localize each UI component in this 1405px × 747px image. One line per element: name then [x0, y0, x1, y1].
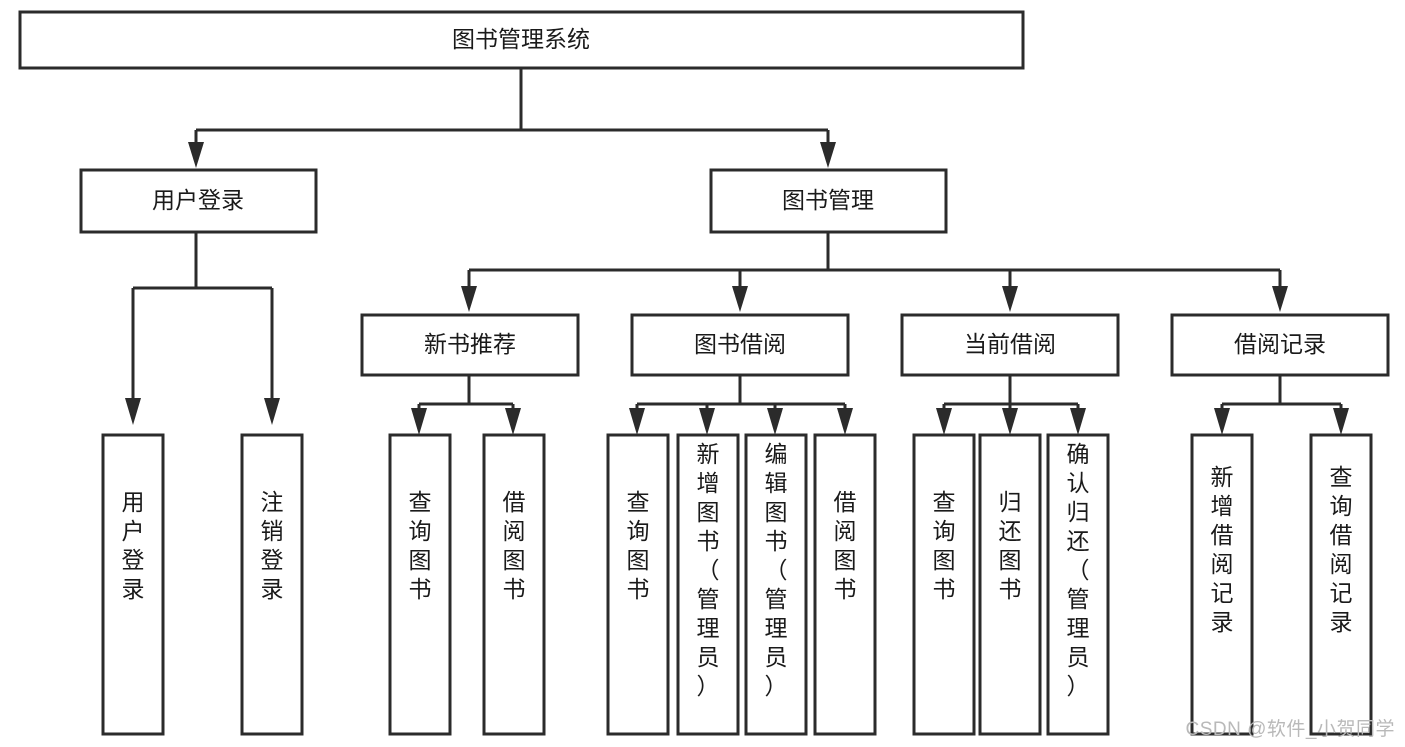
node-leaf-return-book[interactable]: 归还图书 [978, 433, 1042, 736]
arrow-to-leaf-add-record [1214, 408, 1230, 435]
arrow-to-leaf-edit-book [767, 408, 783, 435]
node-root-label: 图书管理系统 [452, 26, 590, 52]
node-borrow-record[interactable]: 借阅记录 [1170, 313, 1390, 377]
node-leaf-borrow-book-1-label: 借阅图书 [503, 489, 526, 602]
node-leaf-borrow-book-1-box[interactable] [482, 433, 546, 736]
node-new-book-rec-box[interactable] [360, 313, 580, 377]
node-leaf-query-book-1-label: 查询图书 [409, 489, 432, 602]
node-leaf-add-record[interactable]: 新增借阅记录 [1190, 433, 1254, 736]
node-leaf-logout[interactable]: 注销登录 [240, 433, 304, 736]
node-leaf-edit-book[interactable]: 编辑图书（管理员） [744, 433, 808, 736]
connector-layer [125, 68, 1349, 435]
node-current-borrow-box[interactable] [900, 313, 1120, 377]
node-leaf-query-book-2[interactable]: 查询图书 [606, 433, 670, 736]
node-leaf-query-book-1[interactable]: 查询图书 [388, 433, 452, 736]
arrow-to-book-borrow [732, 286, 748, 312]
node-leaf-borrow-book-2-label: 借阅图书 [834, 489, 857, 602]
node-leaf-logout-label: 注销登录 [261, 489, 284, 602]
node-leaf-user-login-label: 用户登录 [122, 489, 145, 602]
arrow-to-user-login [188, 142, 204, 168]
node-book-borrow-box[interactable] [630, 313, 850, 377]
node-book-manage-box[interactable] [709, 168, 948, 234]
node-leaf-query-book-2-box[interactable] [606, 433, 670, 736]
node-leaf-query-book-3[interactable]: 查询图书 [912, 433, 976, 736]
node-user-login-label: 用户登录 [152, 187, 244, 213]
node-root-box[interactable] [18, 10, 1025, 70]
node-current-borrow-label: 当前借阅 [964, 331, 1056, 357]
node-leaf-add-record-box[interactable] [1190, 433, 1254, 736]
node-leaf-query-record-box[interactable] [1309, 433, 1373, 736]
arrow-to-current-borrow [1002, 286, 1018, 312]
node-leaf-query-record[interactable]: 查询借阅记录 [1309, 433, 1373, 736]
arrow-to-book-manage [820, 142, 836, 168]
node-leaf-borrow-book-2[interactable]: 借阅图书 [813, 433, 877, 736]
node-leaf-confirm-return-label: 确认归还（管理员） [1067, 441, 1090, 699]
node-leaf-edit-book-label: 编辑图书（管理员） [765, 441, 788, 699]
node-borrow-record-label: 借阅记录 [1234, 331, 1326, 357]
node-book-borrow-label: 图书借阅 [694, 331, 786, 357]
node-leaf-user-login[interactable]: 用户登录 [101, 433, 165, 736]
node-leaf-query-book-1-box[interactable] [388, 433, 452, 736]
arrow-to-leaf-query-record [1333, 408, 1349, 435]
node-leaf-add-book-label: 新增图书（管理员） [697, 441, 720, 699]
node-new-book-rec-label: 新书推荐 [424, 331, 516, 357]
arrow-to-leaf-add-book [699, 408, 715, 435]
arrow-to-leaf-borrow-book-2 [837, 408, 853, 435]
arrow-to-leaf-query-book-1 [411, 408, 427, 435]
node-leaf-return-book-box[interactable] [978, 433, 1042, 736]
node-book-manage-label: 图书管理 [782, 187, 874, 213]
node-leaf-return-book-label: 归还图书 [999, 489, 1022, 602]
node-leaf-query-book-3-label: 查询图书 [933, 489, 956, 602]
node-book-borrow[interactable]: 图书借阅 [630, 313, 850, 377]
node-new-book-rec[interactable]: 新书推荐 [360, 313, 580, 377]
node-leaf-query-book-3-box[interactable] [912, 433, 976, 736]
node-leaf-add-book-box[interactable] [676, 433, 740, 736]
arrow-to-leaf-query-book-3 [936, 408, 952, 435]
node-borrow-record-box[interactable] [1170, 313, 1390, 377]
node-leaf-add-book[interactable]: 新增图书（管理员） [676, 433, 740, 736]
arrow-to-borrow-record [1272, 286, 1288, 312]
node-user-login[interactable]: 用户登录 [79, 168, 318, 234]
arrow-to-new-book-rec [461, 286, 477, 312]
node-book-manage[interactable]: 图书管理 [709, 168, 948, 234]
arrow-to-leaf-return-book [1002, 408, 1018, 435]
node-leaf-edit-book-box[interactable] [744, 433, 808, 736]
arrow-to-leaf-logout [264, 398, 280, 425]
node-leaf-logout-box[interactable] [240, 433, 304, 736]
arrow-to-leaf-confirm-return [1070, 408, 1086, 435]
node-root[interactable]: 图书管理系统 [18, 10, 1025, 70]
node-current-borrow[interactable]: 当前借阅 [900, 313, 1120, 377]
node-leaf-query-record-label: 查询借阅记录 [1330, 464, 1353, 635]
node-leaf-query-book-2-label: 查询图书 [627, 489, 650, 602]
node-leaf-confirm-return[interactable]: 确认归还（管理员） [1046, 433, 1110, 736]
node-leaf-confirm-return-box[interactable] [1046, 433, 1110, 736]
arrow-to-leaf-user-login [125, 398, 141, 425]
node-user-login-box[interactable] [79, 168, 318, 234]
arrow-to-leaf-query-book-2 [629, 408, 645, 435]
node-leaf-borrow-book-1[interactable]: 借阅图书 [482, 433, 546, 736]
arrow-to-leaf-borrow-book-1 [505, 408, 521, 435]
node-leaf-user-login-box[interactable] [101, 433, 165, 736]
node-leaf-borrow-book-2-box[interactable] [813, 433, 877, 736]
node-leaf-add-record-label: 新增借阅记录 [1211, 464, 1234, 635]
